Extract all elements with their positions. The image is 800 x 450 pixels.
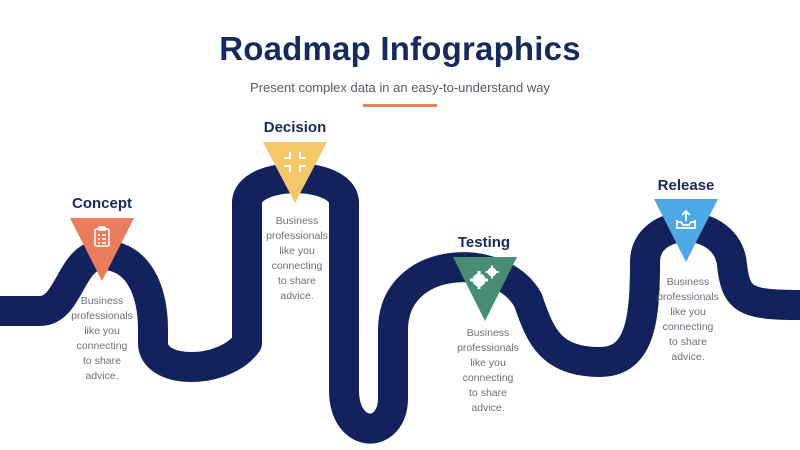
step-label-decision: Decision [263,119,327,136]
inbox-upload-icon [676,209,696,229]
desc-line: advice. [85,370,119,382]
desc-line: advice. [671,351,705,363]
marker-concept-triangle [70,218,134,281]
desc-line: Business [666,276,710,288]
step-label-concept: Concept [72,195,132,212]
page-title: Roadmap Infographics [219,30,581,67]
desc-line: professionals [457,342,519,354]
desc-line: professionals [657,291,719,303]
gears-icon [470,265,499,289]
collapse-arrows-icon [284,152,306,172]
desc-line: to share [83,355,121,367]
desc-line: connecting [271,260,323,272]
marker-concept [70,218,134,281]
marker-release [654,199,718,262]
desc-line: to share [469,387,507,399]
page-subtitle: Present complex data in an easy-to-under… [250,80,550,95]
desc-line: Business [80,295,124,307]
desc-line: to share [669,336,707,348]
marker-testing [453,257,517,321]
desc-line: to share [278,275,316,287]
desc-line: like you [470,357,506,369]
marker-release-triangle [654,199,718,262]
title-underline [363,104,437,107]
desc-line: Business [466,327,510,339]
marker-decision [263,142,327,203]
step-desc-testing: Business professionals like you connecti… [443,326,533,416]
clipboard-icon [94,226,110,247]
step-label-testing: Testing [457,234,511,251]
desc-line: Business [275,215,319,227]
desc-line: professionals [71,310,133,322]
step-desc-concept: Business professionals like you connecti… [57,294,147,384]
step-label-release: Release [657,177,715,194]
desc-line: like you [670,306,706,318]
desc-line: advice. [471,402,505,414]
step-desc-decision: Business professionals like you connecti… [252,214,342,304]
desc-line: connecting [76,340,128,352]
step-desc-release: Business professionals like you connecti… [643,275,733,365]
desc-line: professionals [266,230,328,242]
marker-testing-triangle [453,257,517,321]
road-path [0,163,800,444]
desc-line: like you [84,325,120,337]
desc-line: connecting [662,321,714,333]
desc-line: connecting [462,372,514,384]
marker-decision-triangle [263,142,327,203]
desc-line: advice. [280,290,314,302]
desc-line: like you [279,245,315,257]
